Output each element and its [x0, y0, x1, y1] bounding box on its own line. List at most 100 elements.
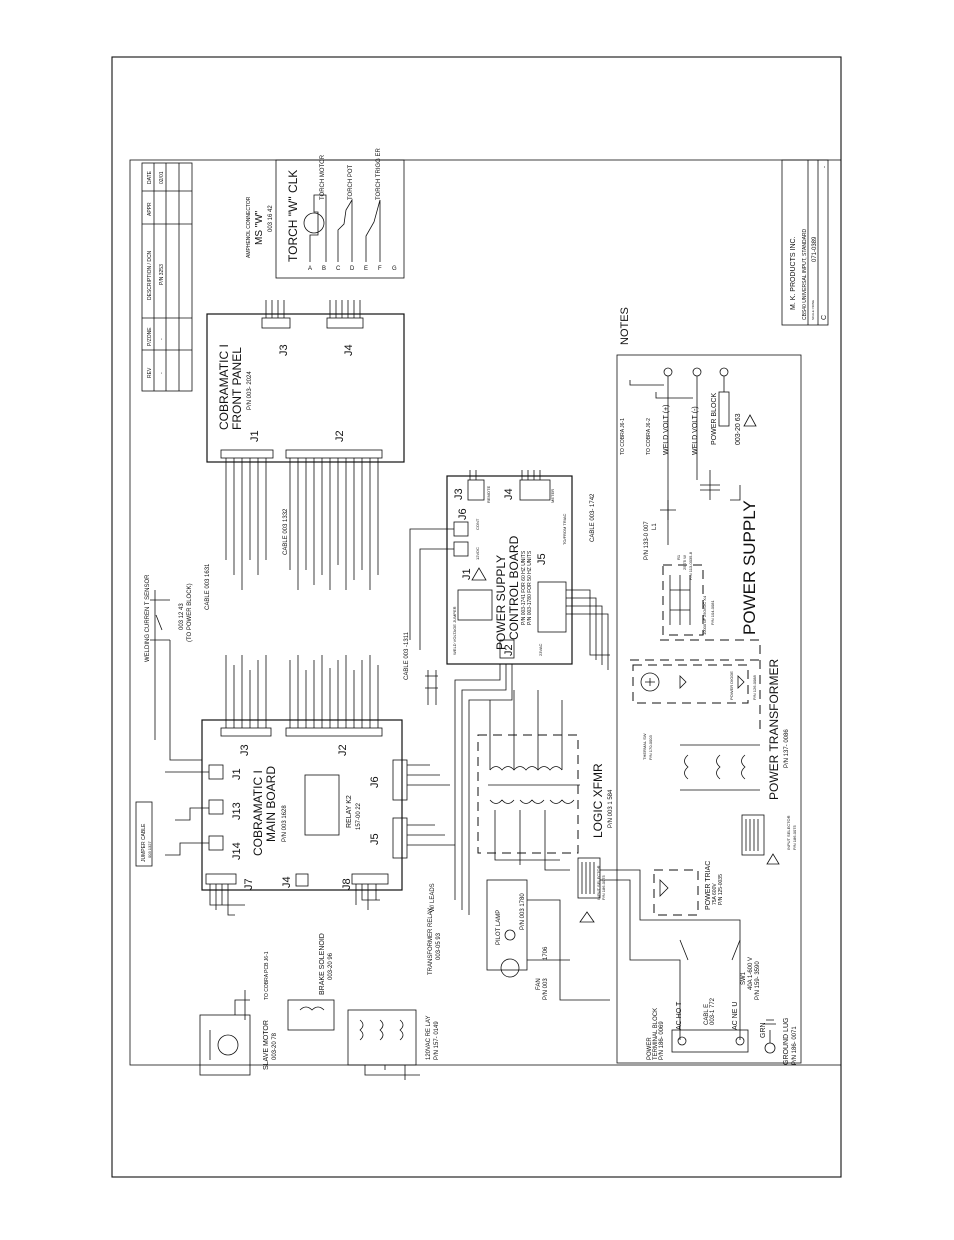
cable-1631-label: CABLE 003 1631	[205, 563, 211, 610]
date-value: 02/01	[159, 171, 165, 184]
ac-hot-label: AC HO T	[676, 1001, 683, 1030]
transformer-relay: TRANSFORMER RELAY 003-05 93 W/ LEADS 120…	[347, 883, 442, 1080]
pilot-lamp-fan: PILOT LAMP P/N 003 1780 FAN P/N 003 1706	[486, 879, 610, 1001]
main-board: COBRAMATIC I MAIN BOARD P/N 003 1628 REL…	[201, 719, 408, 891]
torch-motor-symbol	[303, 212, 325, 234]
power-triac: POWER TRIAC 75A 600V P/N 125-0035	[653, 861, 724, 916]
cb-j6: J6	[457, 508, 469, 520]
jumper-cable: JUMPER CABLE 003 1327	[135, 801, 153, 867]
torch-pot-label: TORCH POT	[348, 164, 354, 200]
torch-motor-label: TORCH MOTOR	[320, 154, 326, 200]
warning-triangle	[471, 567, 487, 581]
current-sensor: WELDING CURREN T SENSOR 003 12 43 (TO PO…	[145, 563, 211, 761]
power-diode-pn: P/N 126-0088	[752, 675, 757, 700]
front-panel-title-2: FRONT PANEL	[230, 347, 244, 430]
cable-1742-label: CABLE 003- 1742	[590, 493, 596, 542]
zone-header: P/ZONE	[147, 327, 153, 346]
cb-meter-note: METER	[550, 489, 555, 503]
brake-solenoid: BRAKE SOLENOID 003-20 96	[287, 933, 335, 1031]
input-wiring: SW1 40A 1-600 V P/N 159- 3590	[600, 869, 761, 1040]
title-block: M. K. PRODUCTS INC. CBS40 UNIVERSAL INPU…	[781, 159, 829, 326]
ms-w-pn: 003 16 42	[268, 205, 274, 232]
weld-volt-plus-label: WELD VOLT (+)	[663, 404, 670, 455]
slave-motor-symbol	[217, 1034, 239, 1056]
date-header: DATE	[147, 170, 153, 184]
ground-lug-pn: P/N 186- 0071	[792, 1026, 798, 1065]
main-j13: J13	[231, 802, 243, 820]
pin-b: B	[322, 266, 326, 272]
torch-trigger-label: TORCH TRIGG ER	[376, 148, 382, 200]
pilot-lamp-pn: P/N 003 1780	[520, 893, 526, 930]
power-transformer-pn: P/N 137- 0086	[784, 729, 790, 768]
ms-w-title: MS "W"	[254, 210, 265, 245]
title-block-rev: -	[822, 166, 828, 168]
jumper-cable-label: JUMPER CABLE	[141, 823, 147, 862]
main-j8: J8	[341, 878, 353, 890]
appr-header: APPR	[147, 202, 153, 216]
control-board: POWER SUPPLY CONTROL BOARD P/N 003-1741 …	[446, 475, 596, 665]
title-block-scale: SCALE: NONE	[811, 300, 815, 320]
power-transformer: POWER TRANSFORMER P/N 137- 0086 INPUT SE…	[680, 659, 797, 865]
torch-connector: AMPHENOL CONNECTOR MS "W" 003 16 42 TORC…	[246, 148, 405, 279]
weld-voltage-jumper: WELD VOLTAGE JUMPER	[452, 606, 457, 655]
front-panel-j1: J1	[249, 430, 261, 442]
title-block-size: C	[821, 315, 828, 320]
filter-section: P/N 133-0 007 L1 R1 25.75 W P/N 113-0035…	[630, 470, 761, 730]
cable-1332-label: CABLE 003 1332	[283, 508, 289, 555]
terminal-block-line-3: P/N 186- 0069	[659, 1021, 665, 1060]
control-board-title-1: POWER SUPPLY	[494, 555, 508, 650]
slave-motor: TO COBRA PCB J6-1 SLAVE MOTOR 003-20 78	[199, 951, 278, 1076]
power-terminal-block: POWER TERMINAL BLOCK P/N 186- 0069 AC HO…	[647, 997, 798, 1065]
jumper-cable-pn: 003 1327	[147, 841, 152, 858]
slave-motor-label: SLAVE MOTOR	[263, 1020, 270, 1070]
logic-xfmr-title: LOGIC XFMR	[591, 763, 605, 838]
terminal-block-line-2: TERMINAL BLOCK	[653, 1008, 659, 1060]
front-panel-j3: J3	[278, 344, 290, 356]
revision-table: REV P/ZONE DESCRIPTION / DCN APPR DATE -…	[141, 162, 193, 392]
title-block-title: CBS40 UNIVERSAL INPUT, STANDARD	[802, 228, 808, 320]
power-supply-frame	[616, 354, 802, 1064]
power-triac-rating: 75A 600V	[712, 883, 718, 905]
main-board-pn: P/N 003 1628	[282, 805, 288, 842]
cb-cont-note: CONT	[475, 518, 480, 530]
cb-23vac-note: 23VAC	[538, 644, 543, 656]
slave-motor-pn: 003-20 78	[272, 1032, 278, 1060]
pin-c: C	[336, 266, 341, 272]
cb-j5: J5	[536, 553, 548, 565]
control-board-pn-2: P/N 003-1780 FOR 50 HZ UNITS	[527, 550, 533, 625]
transformer-relay-wleads: W/ LEADS	[430, 883, 436, 912]
main-j5: J5	[369, 833, 381, 845]
sw1-rating: 40A 1-600 V	[748, 957, 754, 990]
title-block-drawing-no: 071-0389	[812, 236, 818, 262]
terminal-block-line-1: POWER	[647, 1037, 653, 1060]
cb-j4: J4	[503, 488, 515, 500]
power-triac-pn: P/N 125-0035	[718, 874, 724, 905]
pin-g: G	[392, 266, 397, 272]
cb-j3: J3	[453, 488, 465, 500]
cb-j1: J1	[461, 568, 473, 580]
power-triac-title: POWER TRIAC	[705, 861, 712, 910]
drawing-frame	[129, 159, 842, 1066]
main-board-cables	[165, 655, 455, 916]
rev-value: -	[159, 372, 165, 374]
input-selector-label-right: INPUT SELECTOR	[786, 815, 791, 850]
relay-120-label: 120VAC RE LAY	[426, 1016, 432, 1060]
relay-k2-pn: 157-00 22	[356, 802, 362, 830]
cap-bank-value: 10000 uF 250VDC X4	[702, 595, 707, 635]
control-board-title-2: CONTROL BOARD	[507, 535, 521, 640]
warning-triangle	[579, 911, 595, 923]
transformer-relay-pn: 003-05 93	[436, 932, 442, 960]
control-board-pn-1: P/N 003-1741 FOR 60 HZ UNITS	[521, 550, 527, 625]
power-diode-label: POWER DIODE	[729, 671, 734, 700]
current-sensor-note: (TO POWER BLOCK)	[187, 583, 193, 642]
thermal-sw-pn: P/N 170-0003	[648, 735, 653, 760]
resistor-pn: P/N 113-0035-8	[688, 551, 693, 580]
rev-header: REV	[147, 367, 153, 378]
to-cobra-j6-1: TO COBRA J6-1	[620, 418, 626, 455]
main-j1: J1	[231, 768, 243, 780]
front-panel-j2: J2	[334, 430, 346, 442]
main-j6: J6	[369, 776, 381, 788]
warning-triangle	[743, 414, 757, 427]
fan-pn-2: 1706	[543, 946, 549, 960]
